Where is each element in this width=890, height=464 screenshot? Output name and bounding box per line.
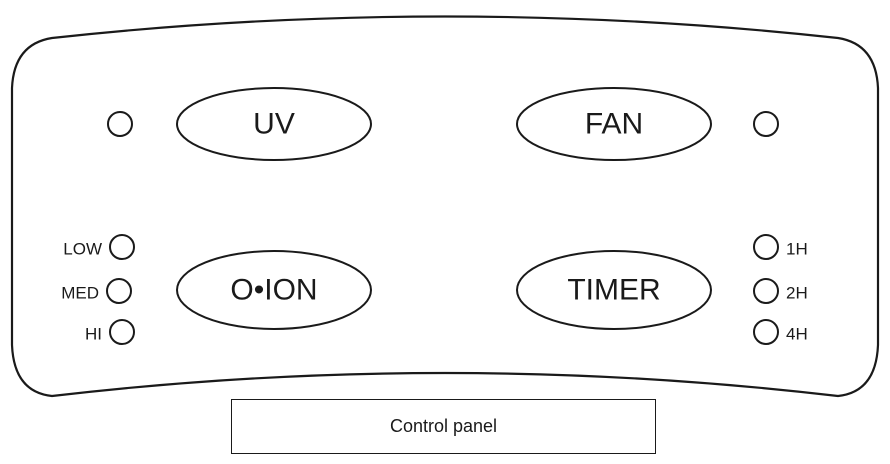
caption-box: Control panel (231, 399, 656, 454)
uv-indicator-led (107, 111, 133, 137)
ion-level-indicators: LOW MED HI (61, 234, 135, 345)
ion-level-low-label: LOW (63, 240, 102, 259)
ion-level-med-led (106, 278, 132, 304)
timer-2h-led (753, 278, 779, 304)
timer-button-label: TIMER (567, 274, 660, 307)
oion-button[interactable]: O•ION (176, 250, 372, 330)
timer-4h-label: 4H (786, 325, 808, 344)
fan-button[interactable]: FAN (516, 87, 712, 161)
timer-indicators: 1H 2H 4H (753, 234, 808, 345)
uv-button-label: UV (253, 108, 295, 141)
ion-level-med-label: MED (61, 284, 99, 303)
ion-level-hi-label: HI (85, 325, 102, 344)
ion-level-hi-led (109, 319, 135, 345)
timer-1h-label: 1H (786, 240, 808, 259)
fan-indicator-led (753, 111, 779, 137)
panel-outline (10, 15, 880, 398)
timer-1h-led (753, 234, 779, 260)
oion-button-label: O•ION (230, 274, 317, 307)
ion-level-low-led (109, 234, 135, 260)
timer-button[interactable]: TIMER (516, 250, 712, 330)
caption-text: Control panel (389, 416, 498, 436)
timer-4h-led (753, 319, 779, 345)
uv-button[interactable]: UV (176, 87, 372, 161)
fan-button-label: FAN (585, 108, 643, 141)
timer-2h-label: 2H (786, 284, 808, 303)
